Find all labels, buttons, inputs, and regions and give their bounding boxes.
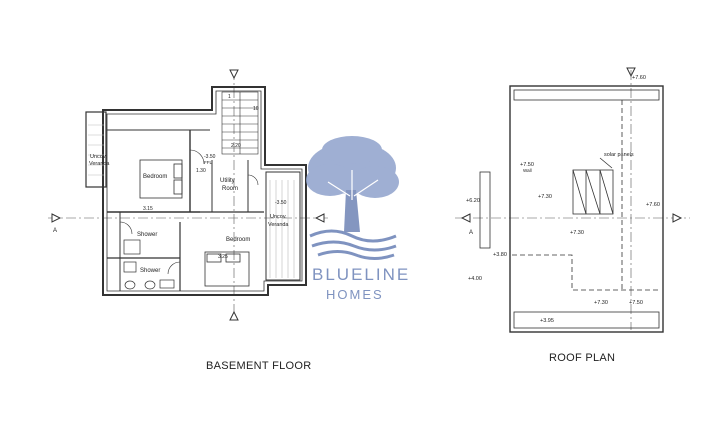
room-label-bedroom-1: Bedroom: [143, 174, 167, 180]
dim-2-20: 2.20: [231, 143, 241, 149]
roof-section-label: A: [469, 230, 473, 236]
right-veranda-hatch: [269, 180, 295, 278]
roof-side-element: [479, 171, 491, 249]
roof-section-marker-right: [672, 213, 683, 223]
section-marker-left: [51, 213, 62, 223]
wall-label: Wall: [523, 168, 532, 173]
solar-panels: [572, 157, 614, 215]
section-marker-bottom: [229, 310, 239, 321]
level-7-50: +7.50: [520, 162, 534, 168]
basement-outer-wall: [102, 86, 307, 296]
roof-parapet-top: [513, 89, 660, 101]
label-uncov-left: Uncov.: [90, 154, 107, 160]
level-4-00: +4.00: [468, 276, 482, 282]
right-veranda: [265, 171, 301, 281]
left-veranda-hatch: [88, 124, 104, 176]
level-7-30-c: +7.30: [594, 300, 608, 306]
level-marker-2: -3.50: [275, 200, 287, 206]
dim-1-30: 1.30: [196, 168, 206, 174]
solar-panels-label: solar panels: [604, 152, 634, 158]
logo-text-homes: HOMES: [326, 287, 384, 302]
level-7-60-top: +7.60: [632, 75, 646, 81]
room-label-bedroom-2: Bedroom: [226, 237, 250, 243]
left-veranda: [85, 111, 107, 188]
logo-text-blueline: BLUELINE: [312, 265, 410, 284]
basement-inner-wall: [106, 90, 303, 292]
level-3-95: +3.95: [540, 318, 554, 324]
level-3-80: +3.80: [493, 252, 507, 258]
roof-labels: solar panels +7.50 Wall +7.30 +7.30 +7.3…: [466, 75, 660, 324]
blueline-homes-logo: BLUELINE HOMES: [306, 136, 410, 302]
label-veranda-right: Veranda: [268, 222, 289, 228]
label-veranda-left: Veranda: [89, 161, 110, 167]
caption-roof-plan: ROOF PLAN: [549, 352, 616, 364]
staircase: [221, 91, 259, 155]
bathroom-fixtures: [123, 239, 175, 290]
roof-plan: [455, 67, 690, 333]
tree-icon: [306, 136, 399, 232]
level-7-50-bottom: +7.50: [629, 300, 643, 306]
roof-lower-outline: [512, 254, 660, 291]
roof-parapet-bottom: [513, 311, 660, 329]
label-uncov-right: Uncov.: [270, 214, 287, 220]
level-7-60-right: +7.60: [646, 202, 660, 208]
dim-3-25: 3.25: [218, 254, 228, 260]
section-marker-top: [229, 69, 239, 80]
room-label-shower-2: Shower: [140, 268, 160, 274]
level-7-30-a: +7.30: [538, 194, 552, 200]
basement-labels: Bedroom Bedroom Utility Room Shower Show…: [53, 94, 289, 274]
dim-3-15: 3.15: [143, 206, 153, 212]
basement-floor-plan: [48, 69, 330, 321]
bed-2: [204, 251, 250, 287]
roof-outline: [509, 85, 664, 333]
wave-icon: [309, 229, 397, 260]
room-label-shower-1: Shower: [137, 232, 157, 238]
level-6-20: +6.20: [466, 198, 480, 204]
room-label-utility: Utility: [220, 178, 235, 184]
room-label-room: Room: [222, 186, 238, 192]
section-label-left: A: [53, 228, 57, 234]
bed-1: [139, 159, 183, 199]
level-7-30-b: +7.30: [570, 230, 584, 236]
doors: [119, 149, 259, 275]
stair-step-1: 1: [228, 94, 231, 100]
roof-section-marker-left: [460, 213, 471, 223]
ffl-label: FFL: [204, 160, 212, 165]
level-marker-1: -3.50: [204, 154, 216, 160]
section-marker-right: [314, 213, 325, 223]
stair-step-10: 10: [253, 106, 259, 112]
caption-basement-floor: BASEMENT FLOOR: [206, 360, 312, 372]
